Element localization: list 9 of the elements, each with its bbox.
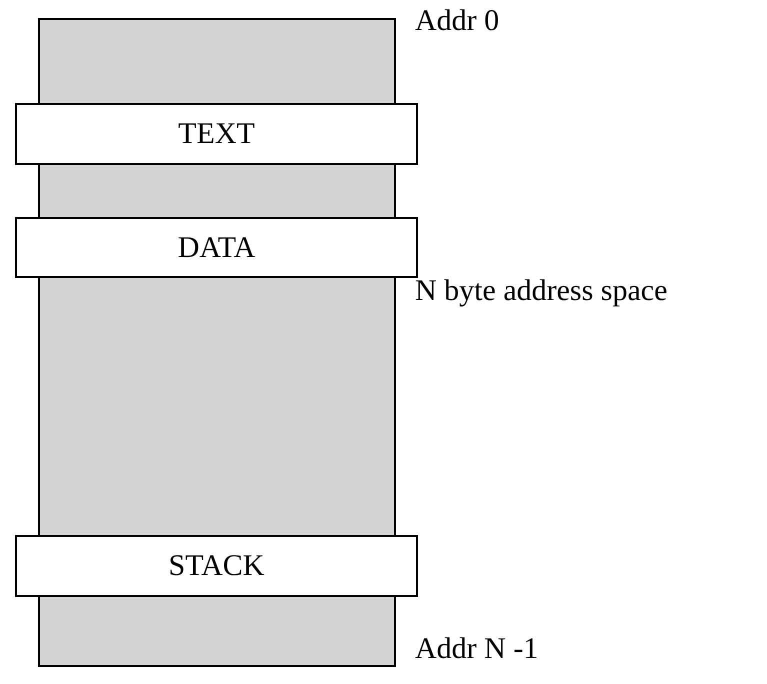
memory-segment-band xyxy=(15,535,418,597)
address-label: Addr N -1 xyxy=(415,631,538,667)
address-label: N byte address space xyxy=(415,273,668,309)
address-label: Addr 0 xyxy=(415,3,500,39)
segment-label: DATA xyxy=(178,232,256,262)
segment-label: TEXT xyxy=(178,119,255,149)
memory-segment-band xyxy=(15,217,418,278)
memory-segment-band xyxy=(15,103,418,165)
segment-label: STACK xyxy=(168,551,264,581)
